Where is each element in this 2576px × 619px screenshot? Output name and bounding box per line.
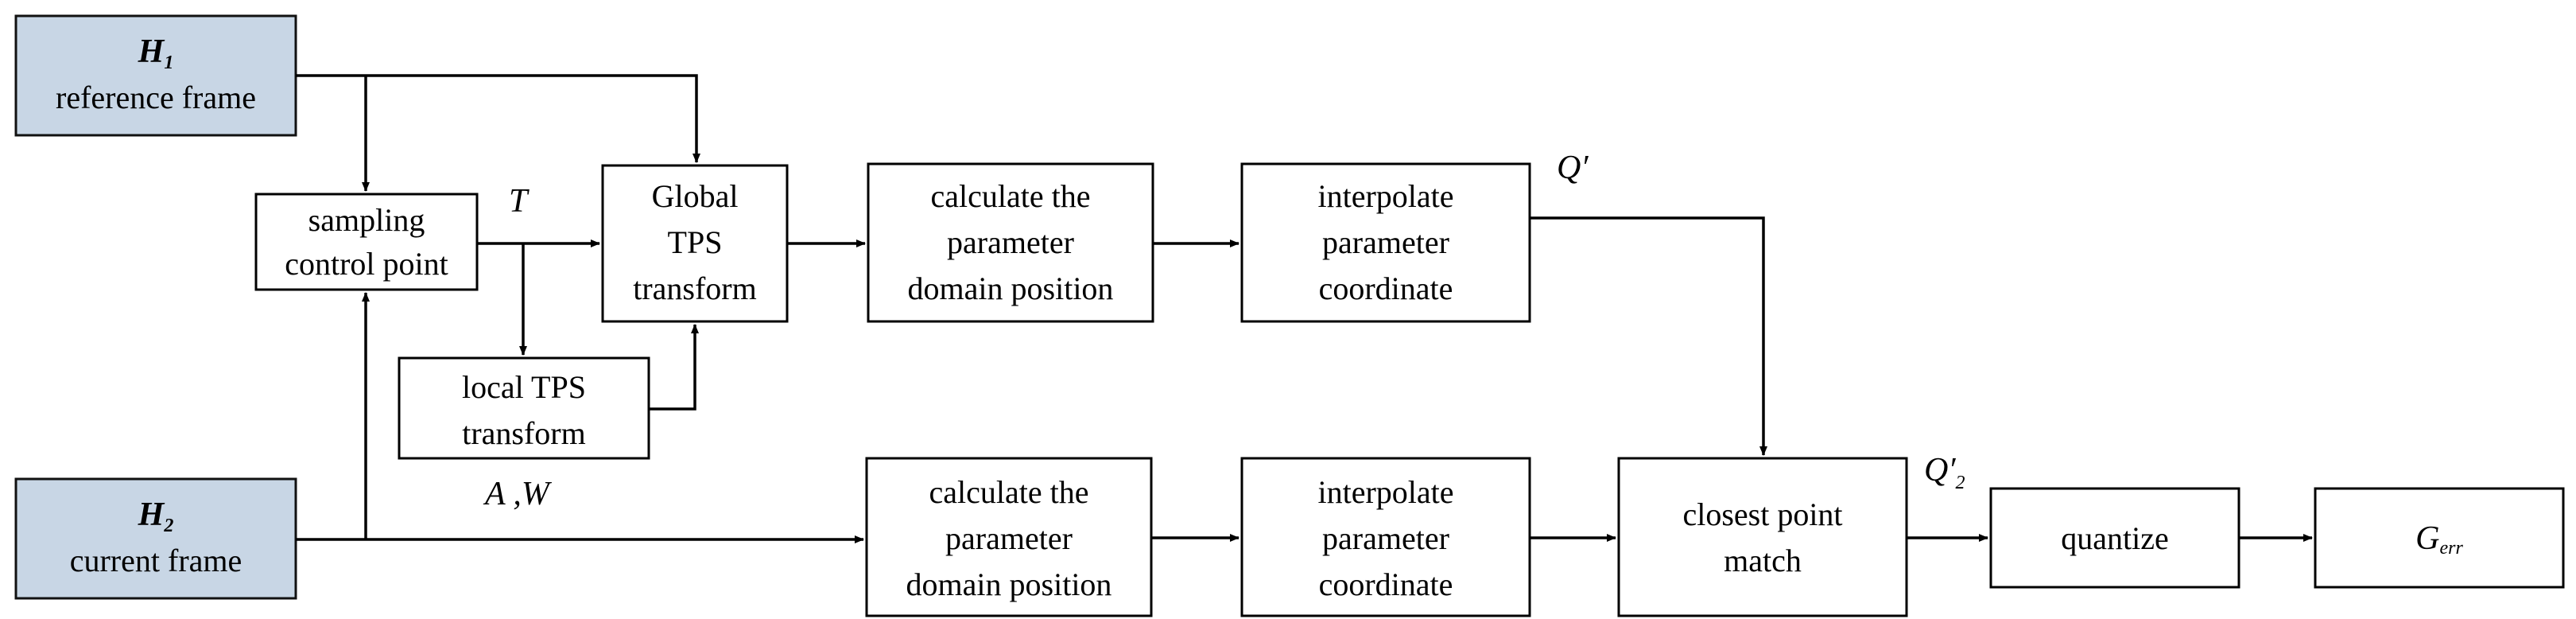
h1-reference-frame-block: H1 reference frame: [14, 14, 297, 137]
closest-line-1: closest point: [1682, 496, 1842, 532]
closest-point-match-block: closest point match: [1617, 457, 1908, 617]
calc-bottom-line-3: domain position: [906, 566, 1112, 602]
a-w-label: A ,W: [483, 476, 553, 512]
interp-top-line-3: coordinate: [1319, 271, 1453, 306]
closest-line-2: match: [1724, 543, 1802, 578]
local-tps-transform-block: local TPS transform: [398, 356, 650, 460]
interp-top-line-1: interpolate: [1317, 178, 1453, 214]
calc-top-line-2: parameter: [947, 224, 1074, 260]
q2-prime-symbol: Q′: [1924, 452, 1956, 489]
h2-symbol: H: [138, 496, 165, 533]
h1-to-global-tps-arrow: [296, 74, 700, 163]
sampling-line-1: sampling: [308, 202, 425, 238]
interp-top-to-closest-arrow: [1530, 216, 1767, 456]
svg-text:H1: H1: [138, 33, 174, 73]
local-tps-line-2: transform: [462, 415, 586, 451]
sampling-line-2: control point: [285, 246, 448, 282]
calc-param-domain-bottom-block: calculate the parameter domain position: [865, 457, 1153, 617]
global-tps-line-3: transform: [633, 271, 757, 306]
global-tps-transform-block: Global TPS transform: [601, 164, 789, 323]
sampling-control-point-block: sampling control point: [254, 193, 479, 291]
calc-top-line-1: calculate the: [931, 178, 1091, 214]
svg-text:Q′2: Q′2: [1924, 452, 1965, 493]
quantize-block: quantize: [1989, 487, 2240, 589]
q-prime-label: Q′: [1557, 150, 1589, 186]
h1-label: reference frame: [56, 80, 256, 115]
calc-bottom-line-2: parameter: [945, 520, 1073, 556]
local-tps-line-1: local TPS: [462, 369, 586, 405]
global-tps-line-1: Global: [652, 178, 739, 214]
h1-symbol: H: [138, 33, 165, 70]
interp-bottom-line-1: interpolate: [1317, 474, 1453, 510]
interp-bottom-line-2: parameter: [1322, 520, 1449, 556]
g-err-output-block: Gerr: [2314, 487, 2565, 589]
interp-top-line-2: parameter: [1322, 224, 1449, 260]
interp-param-coord-bottom-block: interpolate parameter coordinate: [1240, 457, 1531, 617]
quantize-label: quantize: [2061, 520, 2169, 556]
svg-text:Gerr: Gerr: [2415, 520, 2463, 559]
calc-param-domain-top-block: calculate the parameter domain position: [867, 162, 1154, 323]
calc-top-line-3: domain position: [908, 271, 1114, 306]
g-err-subscript: err: [2440, 538, 2464, 559]
interp-bottom-line-3: coordinate: [1319, 566, 1453, 602]
local-tps-to-global-tps-arrow: [649, 324, 699, 411]
h2-label: current frame: [70, 543, 242, 578]
interp-param-coord-top-block: interpolate parameter coordinate: [1240, 162, 1531, 323]
h2-subscript: 2: [163, 516, 173, 536]
q2-prime-subscript: 2: [1956, 473, 1965, 493]
h2-current-frame-block: H2 current frame: [14, 477, 297, 600]
h1-subscript: 1: [164, 53, 173, 73]
g-err-symbol: G: [2415, 520, 2439, 557]
calc-bottom-line-1: calculate the: [929, 474, 1089, 510]
t-label: T: [509, 183, 530, 220]
global-tps-line-2: TPS: [668, 224, 723, 260]
svg-text:H2: H2: [138, 496, 174, 536]
